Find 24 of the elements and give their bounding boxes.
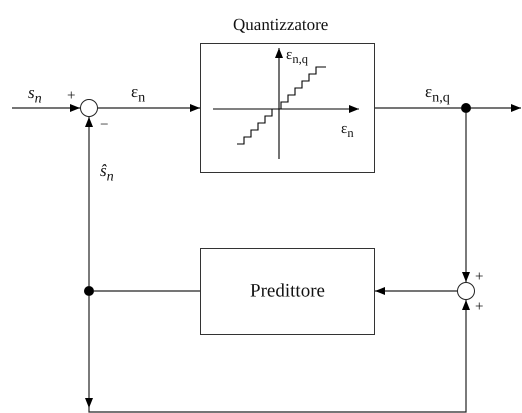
sign-label: − [100,118,108,133]
arrow [12,104,80,112]
arrow [471,104,521,112]
edge-label: ŝ$_{n}$ [100,162,114,184]
block-title: Quantizzatore [233,16,328,33]
predictor-box [200,248,375,334]
junction-dot [84,286,94,296]
edge-label: ε$_{n}$ [131,83,146,105]
axis-label: ε$_{n,q}$ [286,48,308,66]
arrow [85,117,93,286]
sign-label: + [67,89,76,104]
summing-junction [457,282,475,300]
arrow [88,296,470,413]
summing-junction [80,99,98,117]
arrow [462,113,470,282]
sign-label: + [475,270,484,285]
edge-label: ε$_{n,q}$ [425,83,450,105]
junction-dot [461,103,471,113]
edge-label: s$_{n}$ [28,84,42,106]
axis-label: ε$_{n}$ [341,122,354,140]
arrow [98,104,200,112]
sign-label: + [475,300,484,315]
arrow [375,287,457,295]
block-title: Predittore [250,282,325,300]
